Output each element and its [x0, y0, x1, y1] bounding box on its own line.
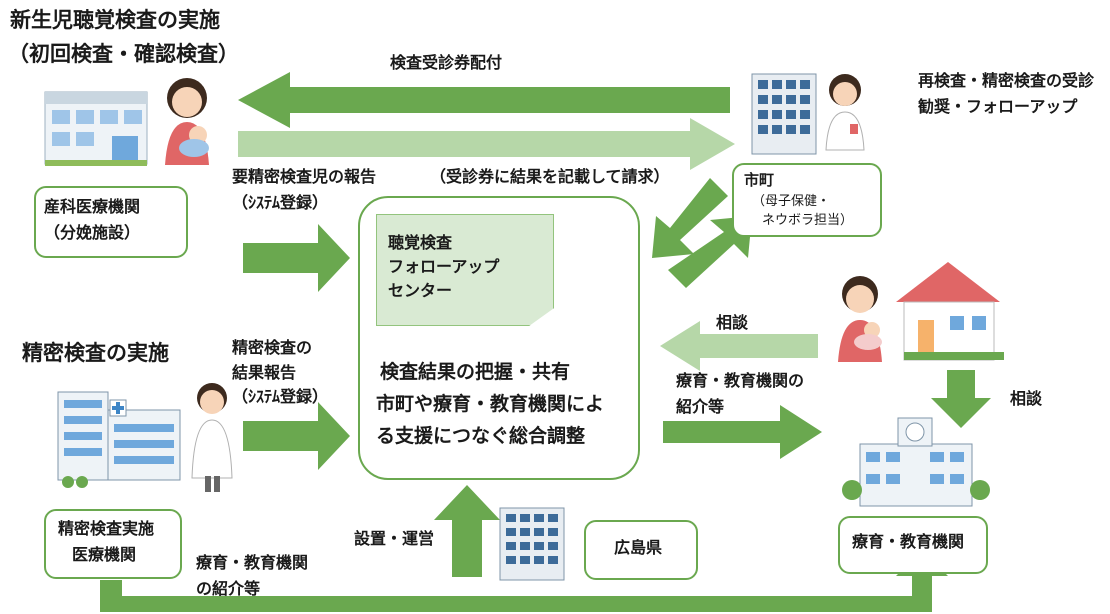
claim-label: （受診券に結果を記載して請求） [430, 167, 670, 186]
arrow-consult-top [660, 321, 818, 371]
center-desc-3: る支援につなぐ総合調整 [376, 425, 586, 447]
consult-right-label: 相談 [1010, 389, 1043, 408]
detailed-exam-title: 精密検査の実施 [22, 341, 169, 365]
reexam-title-2: 勧奨・フォローアップ [918, 97, 1078, 116]
arrow-referral [663, 405, 822, 459]
bottom-referral-label-2: の紹介等 [196, 579, 261, 598]
arrow-center-to-muni [668, 216, 752, 288]
arrow-muni-to-center [652, 178, 728, 258]
maternity-box [34, 186, 188, 258]
prefecture-building-icon [499, 507, 565, 581]
prefecture-label: 広島県 [614, 538, 663, 557]
prefecture-box [584, 520, 698, 580]
arrow-voucher [238, 72, 730, 128]
detail-facility-label-2: 医療機関 [72, 545, 137, 564]
nurse-icon [825, 74, 865, 151]
municipality-title: 市町 [744, 171, 775, 189]
arrow-bottom-referral [100, 550, 948, 612]
center-note [376, 214, 554, 326]
maternity-label-1: 産科医療機関 [44, 197, 141, 216]
maternity-label-2: （分娩施設） [44, 223, 141, 242]
center-title-3: センター [388, 281, 453, 300]
mother-baby-right-icon [838, 276, 882, 362]
report-needed-label-1: 要精密検査児の報告 [232, 167, 377, 186]
mother-baby-icon [165, 78, 209, 165]
school-building-icon [842, 417, 990, 507]
setup-label: 設置・運営 [354, 529, 435, 548]
bottom-referral-label-1: 療育・教育機関 [196, 553, 309, 572]
report-needed-label-2: （ｼｽﾃﾑ登録） [232, 193, 329, 212]
house-icon [896, 262, 1004, 361]
hospital-doctor-icon [191, 383, 233, 492]
consult-top-label: 相談 [716, 313, 749, 332]
detail-facility-box [44, 509, 182, 579]
arrow-detail-result [243, 402, 350, 470]
municipality-box [732, 163, 882, 237]
arrow-consult-right [931, 370, 991, 428]
municipal-building-icon [751, 73, 817, 155]
reexam-title-1: 再検査・精密検査の受診 [918, 71, 1095, 90]
education-label: 療育・教育機関 [852, 532, 965, 551]
municipality-sub-2: ネウボラ担当） [762, 213, 854, 228]
municipality-sub-1: （母子保健・ [752, 194, 831, 209]
center-title-2: フォローアップ [388, 257, 500, 276]
maternity-building-icon [44, 91, 148, 166]
referral-label-1: 療育・教育機関の [676, 371, 805, 390]
newborn-exam-title-2: （初回検査・確認検査） [8, 42, 239, 66]
hospital-building-icon [57, 391, 181, 488]
arrow-claim [238, 118, 735, 170]
detail-result-label-1: 精密検査の [232, 338, 313, 357]
center-desc-1: 検査結果の把握・共有 [380, 361, 571, 383]
detail-facility-label-1: 精密検査実施 [58, 519, 155, 538]
center-title-1: 聴覚検査 [388, 233, 453, 252]
newborn-exam-title-1: 新生児聴覚検査の実施 [10, 8, 220, 32]
referral-label-2: 紹介等 [676, 397, 725, 416]
arrow-report-needed [243, 224, 350, 292]
education-box [838, 516, 988, 574]
voucher-label: 検査受診券配付 [390, 53, 503, 72]
arrow-setup [434, 485, 500, 577]
detail-result-label-3: （ｼｽﾃﾑ登録） [232, 387, 329, 406]
center-desc-2: 市町や療育・教育機関によ [376, 393, 605, 415]
detail-result-label-2: 結果報告 [232, 363, 297, 382]
